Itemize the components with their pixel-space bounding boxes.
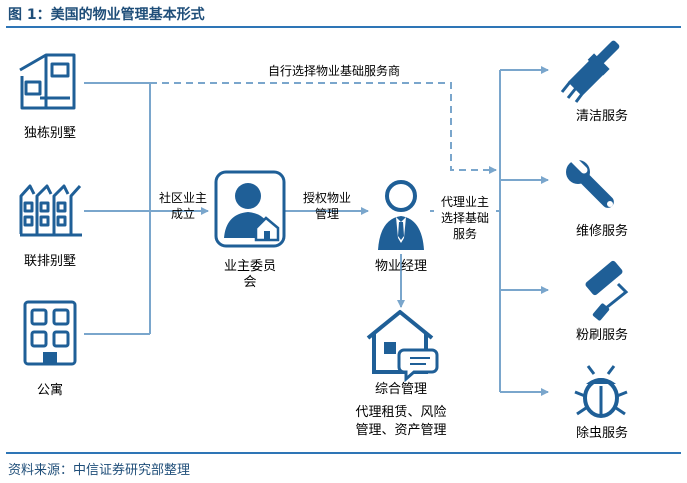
integrated-label: 综合管理 bbox=[374, 382, 427, 397]
service-label-pest: 除虫服务 bbox=[575, 426, 628, 441]
edge-label-agent-line1: 代理业主 bbox=[440, 195, 489, 209]
edge-label-agent: 代理业主 选择基础 服务 bbox=[434, 194, 496, 242]
integrated-management-icon bbox=[366, 310, 439, 383]
edge-label-community-line1: 社区业主 bbox=[158, 191, 207, 205]
service-label-cleaning: 清洁服务 bbox=[575, 109, 628, 124]
connector-lines bbox=[84, 66, 549, 396]
edge-label-authorize-line2: 管理 bbox=[314, 207, 339, 221]
owners-committee-icon bbox=[214, 170, 286, 248]
apartment-icon bbox=[23, 300, 77, 366]
edge-label-agent-line2: 选择基础 bbox=[440, 211, 489, 225]
edge-label-community: 社区业主 成立 bbox=[152, 190, 214, 222]
edge-label-agent-line3: 服务 bbox=[452, 227, 477, 241]
townhouse-icon bbox=[19, 184, 82, 237]
committee-label-line2: 会 bbox=[243, 275, 257, 290]
owner-label-detached: 独栋别墅 bbox=[23, 126, 76, 141]
figure-title: 图 1：美国的物业管理基本形式 bbox=[8, 7, 205, 23]
edge-label-authorize-line1: 授权物业 bbox=[302, 191, 351, 205]
property-manager-icon bbox=[378, 180, 424, 250]
committee-label-line1: 业主委员 bbox=[223, 259, 276, 274]
paint-roller-icon bbox=[585, 260, 629, 321]
edge-label-community-line2: 成立 bbox=[170, 207, 195, 221]
owner-label-apartment: 公寓 bbox=[36, 383, 63, 398]
detached-house-icon bbox=[19, 53, 76, 110]
edge-label-authorize: 授权物业 管理 bbox=[292, 190, 362, 222]
title-rule bbox=[6, 26, 681, 28]
figure-source: 资料来源：中信证券研究部整理 bbox=[8, 463, 191, 478]
owner-label-townhouse: 联排别墅 bbox=[23, 254, 76, 269]
broom-icon bbox=[560, 40, 620, 103]
integrated-desc-line1: 代理租赁、风险 bbox=[355, 405, 447, 420]
manager-label: 物业经理 bbox=[374, 259, 427, 274]
wrench-icon bbox=[566, 154, 614, 208]
integrated-desc-line2: 管理、资产管理 bbox=[355, 423, 447, 438]
edge-label-self-select: 自行选择物业基础服务商 bbox=[224, 63, 444, 79]
service-label-repair: 维修服务 bbox=[575, 224, 628, 239]
integrated-desc: 代理租赁、风险 管理、资产管理 bbox=[340, 404, 462, 440]
service-label-painting: 粉刷服务 bbox=[575, 328, 628, 343]
bug-icon bbox=[574, 365, 628, 418]
committee-label: 业主委员 会 bbox=[216, 259, 284, 291]
source-rule bbox=[6, 452, 681, 454]
dashed-self-select-path bbox=[150, 82, 497, 174]
